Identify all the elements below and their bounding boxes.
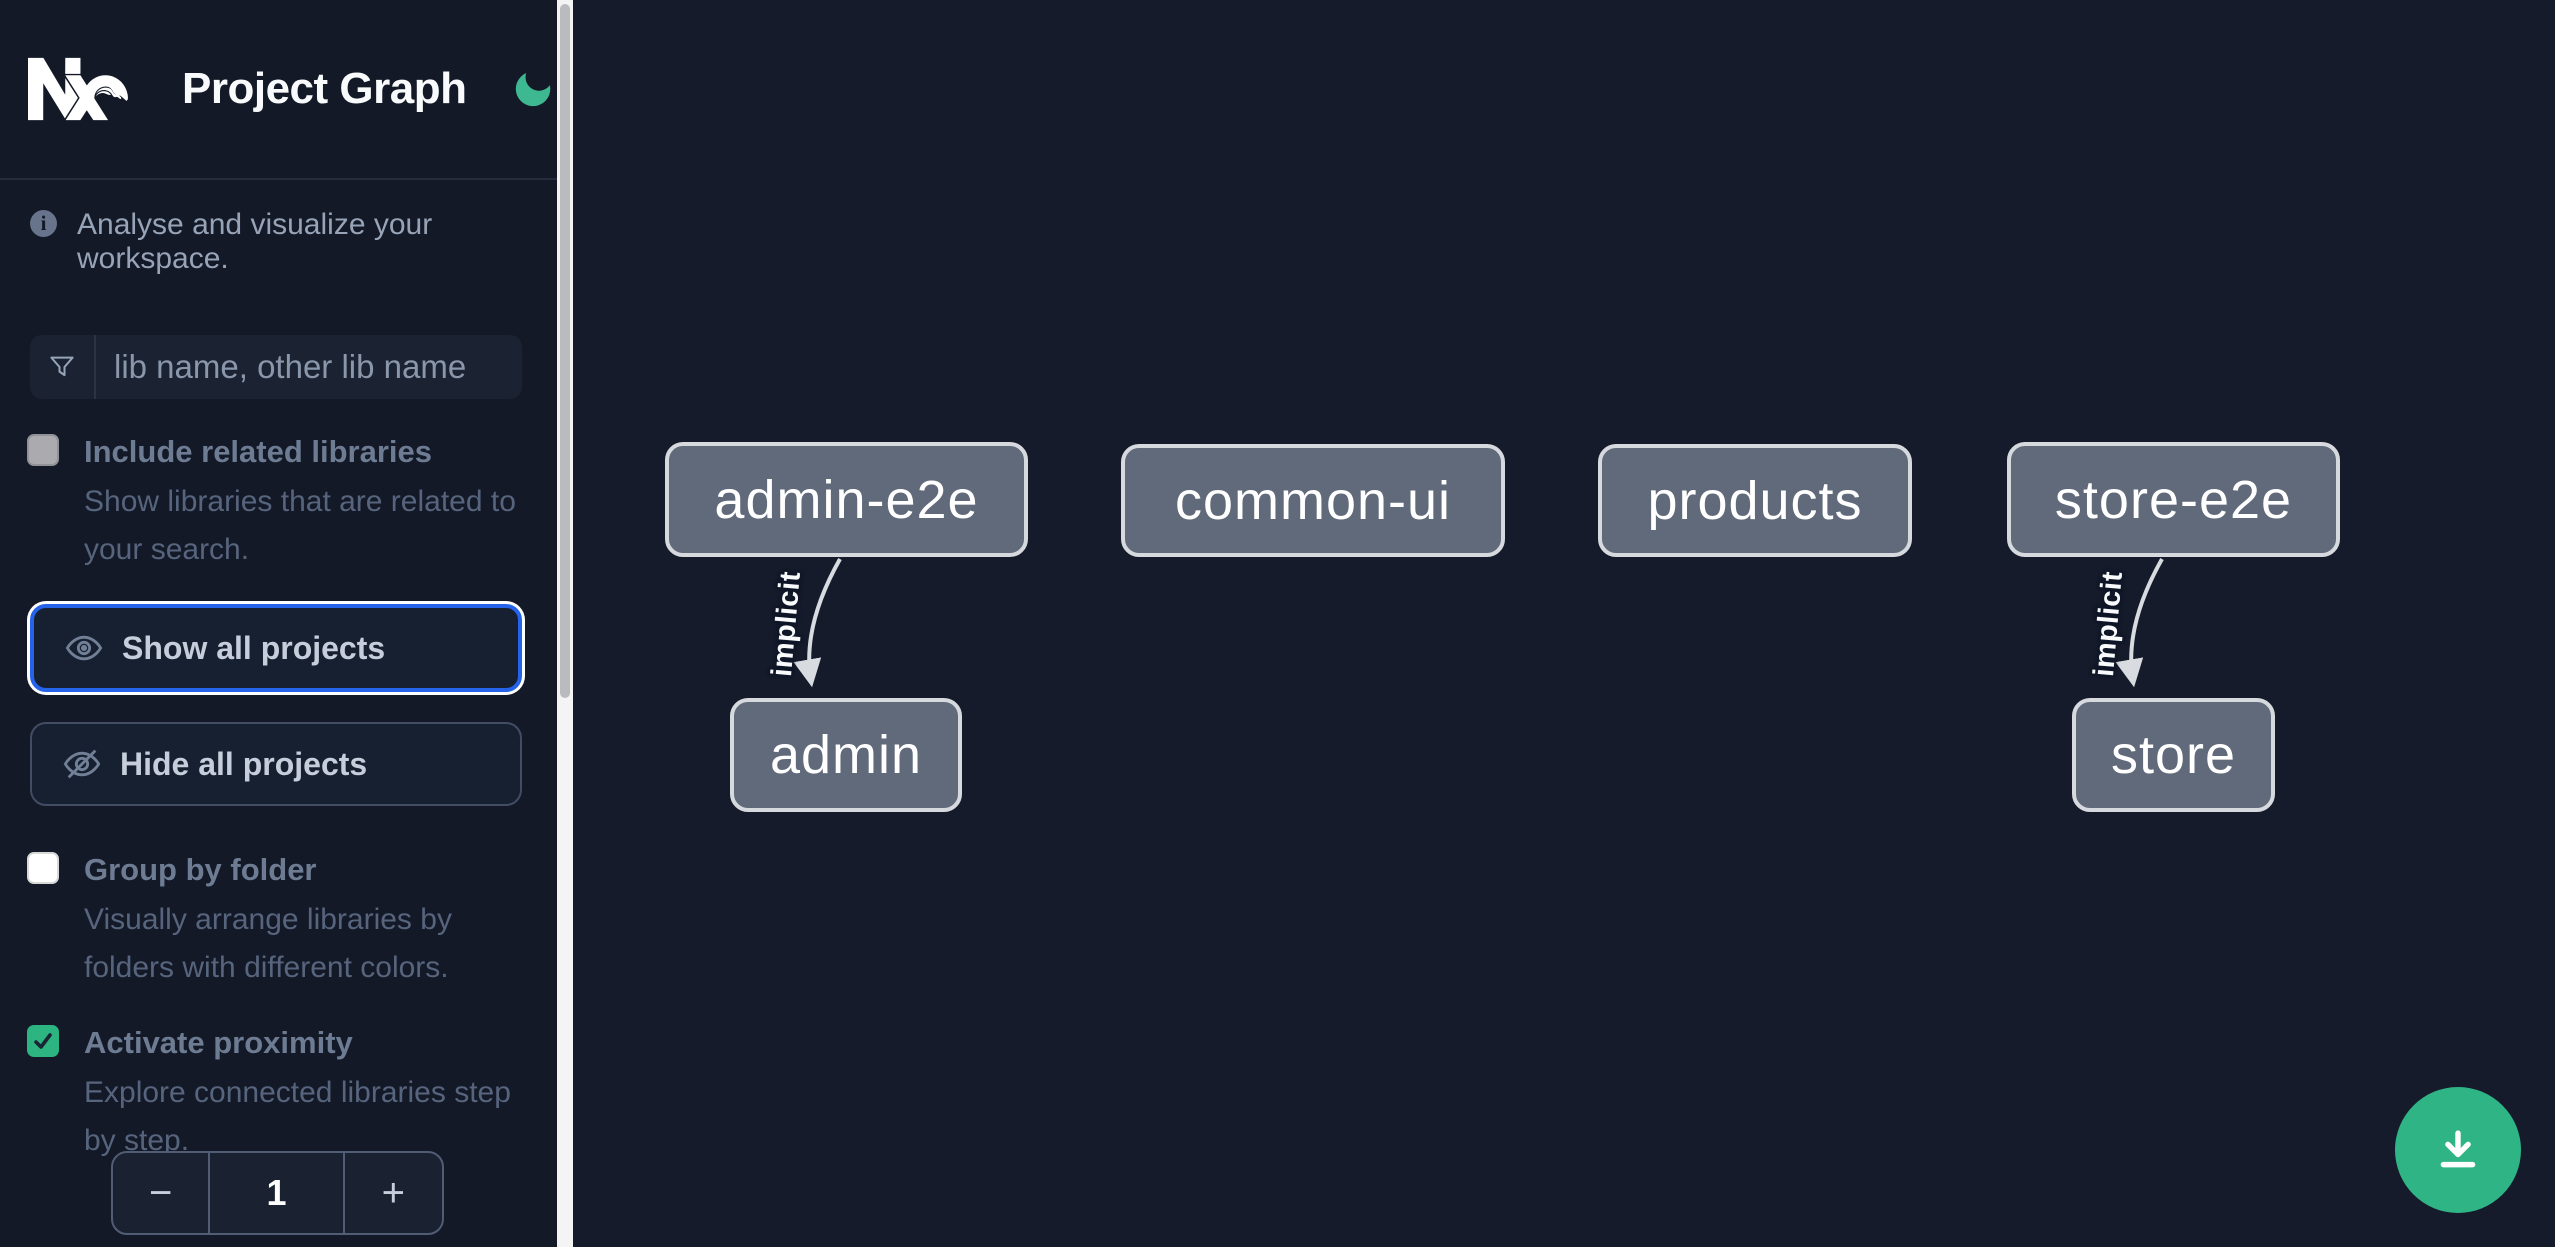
- sidebar: Project Graph i Analyse and visualize yo…: [0, 0, 557, 1247]
- include-related-checkbox[interactable]: [27, 434, 59, 466]
- show-all-projects-label: Show all projects: [122, 629, 386, 666]
- toggle-description: Show libraries that are related to your …: [84, 485, 516, 566]
- sidebar-scrollbar-thumb[interactable]: [560, 4, 570, 698]
- graph-node-store-e2e[interactable]: store-e2e: [2007, 442, 2340, 557]
- edge-label-admin-e2e-admin: implicit: [765, 570, 808, 678]
- intro-text: Analyse and visualize your workspace.: [77, 208, 433, 275]
- toggle-label: Include related libraries: [84, 434, 433, 469]
- stepper-value: 1: [266, 1172, 287, 1213]
- activate-proximity-checkbox[interactable]: [27, 1025, 59, 1057]
- toggle-description: Visually arrange libraries by folders wi…: [84, 903, 452, 984]
- graph-node-common-ui[interactable]: common-ui: [1121, 444, 1505, 557]
- page-title: Project Graph: [182, 64, 467, 113]
- eye-off-icon: [63, 749, 101, 779]
- hide-all-projects-button[interactable]: Hide all projects: [30, 722, 522, 806]
- search-box: [30, 335, 522, 399]
- download-graph-button[interactable]: [2395, 1087, 2521, 1213]
- stepper-decrement-button[interactable]: −: [113, 1153, 211, 1233]
- search-input[interactable]: [96, 335, 522, 399]
- toggle-include-related-libraries: Include related libraries Show libraries…: [27, 430, 527, 574]
- checkmark-icon: [34, 1033, 52, 1049]
- graph-canvas[interactable]: [573, 0, 2555, 1247]
- graph-node-store[interactable]: store: [2072, 698, 2275, 812]
- nx-logo-icon: [28, 57, 128, 121]
- info-icon: i: [30, 210, 57, 237]
- graph-node-admin[interactable]: admin: [730, 698, 962, 812]
- graph-node-products[interactable]: products: [1598, 444, 1912, 557]
- theme-toggle-button[interactable]: [510, 66, 556, 112]
- toggle-group-by-folder: Group by folder Visually arrange librari…: [27, 848, 527, 992]
- toggle-label: Group by folder: [84, 852, 317, 887]
- hide-all-projects-label: Hide all projects: [120, 745, 368, 782]
- show-all-projects-button[interactable]: Show all projects: [30, 604, 522, 692]
- filter-funnel-icon: [50, 356, 74, 377]
- edge-label-store-e2e-store: implicit: [2087, 570, 2130, 678]
- group-by-folder-checkbox[interactable]: [27, 852, 59, 884]
- filter-funnel-cell: [30, 335, 96, 399]
- eye-icon: [65, 635, 103, 661]
- download-icon: [2440, 1130, 2476, 1168]
- proximity-stepper: − 1 +: [111, 1151, 444, 1235]
- moon-icon: [516, 73, 551, 107]
- toggle-label: Activate proximity: [84, 1025, 353, 1060]
- graph-edge-admin-e2e-admin: [793, 558, 842, 688]
- toggle-activate-proximity: Activate proximity Explore connected lib…: [27, 1021, 527, 1165]
- intro-row: i Analyse and visualize your workspace.: [30, 208, 530, 276]
- sidebar-header: Project Graph: [0, 0, 557, 180]
- stepper-increment-button[interactable]: +: [342, 1153, 442, 1233]
- graph-node-admin-e2e[interactable]: admin-e2e: [665, 442, 1028, 557]
- graph-edge-store-e2e-store: [2115, 558, 2164, 688]
- sidebar-scrollbar-track[interactable]: [557, 0, 573, 1247]
